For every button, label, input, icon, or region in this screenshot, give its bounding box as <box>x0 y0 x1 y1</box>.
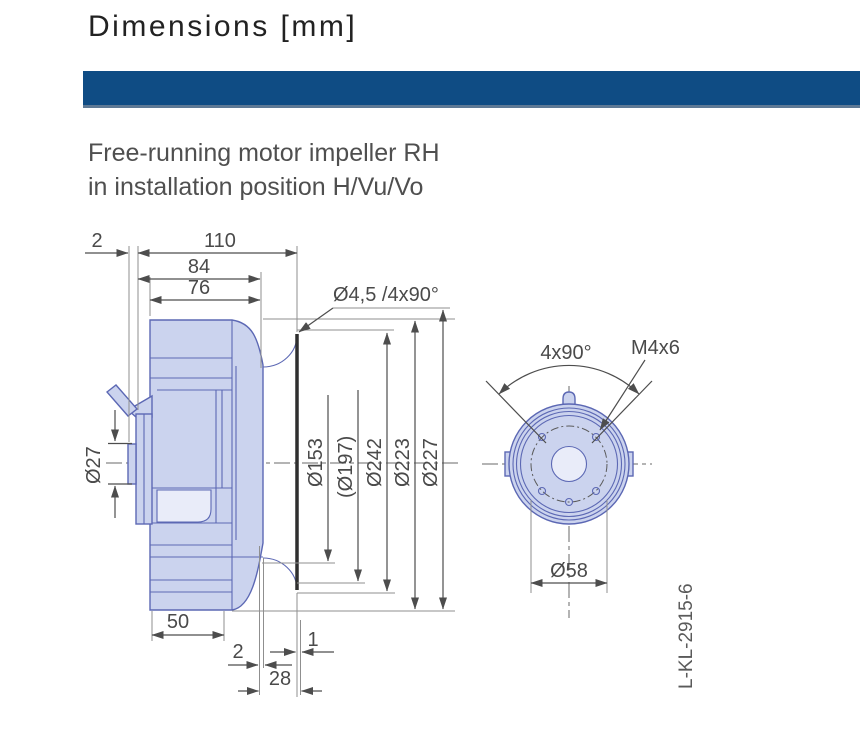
angle-leg-left <box>485 380 547 444</box>
inlet-bell-top <box>262 334 298 368</box>
thread-hole <box>537 432 547 442</box>
dim-label-242: Ø242 <box>364 438 386 487</box>
dim-label-28: 28 <box>269 668 291 690</box>
dim-label-angle: 4x90° <box>540 342 591 364</box>
subtitle-line-2: in installation position H/Vu/Vo <box>88 173 424 201</box>
thread-hole <box>591 432 601 442</box>
dim-label-thread: M4x6 <box>631 337 680 359</box>
dim-label-197: (Ø197) <box>335 436 357 498</box>
bearing-tube <box>127 443 137 485</box>
dim-label-gap2: 2 <box>232 641 243 663</box>
dim-label-27: Ø27 <box>83 446 105 484</box>
thread-hole <box>591 486 601 496</box>
impeller-body <box>149 319 264 611</box>
motor-ring <box>519 414 619 514</box>
dim-label-227: Ø227 <box>420 438 442 487</box>
bearing-hub <box>550 445 588 483</box>
dim-label-gap1: 1 <box>307 629 318 651</box>
side-view: 2 110 84 76 Ø4,5 /4x90° Ø27 Ø153 (Ø197) … <box>83 230 462 697</box>
drawing-number: L-KL-2915-6 <box>676 583 697 689</box>
stator-window <box>156 489 212 523</box>
drawing-subtitle: Free-running motor impeller RH in instal… <box>88 136 440 204</box>
dim-label-223: Ø223 <box>392 438 414 487</box>
angle-arc <box>498 364 640 395</box>
motor-ring <box>515 410 623 518</box>
thread-hole <box>537 486 547 496</box>
dim-label-110: 110 <box>204 230 236 252</box>
thread-hole <box>564 497 574 507</box>
subtitle-line-1: Free-running motor impeller RH <box>88 139 440 167</box>
cable-gland <box>105 384 139 417</box>
dim-label-76: 76 <box>188 277 210 299</box>
motor-ring <box>512 407 626 521</box>
dim-label-153: Ø153 <box>305 438 327 487</box>
dim-label-58: Ø58 <box>550 560 588 582</box>
leader-thread <box>599 359 646 431</box>
bolt-circle <box>530 425 608 503</box>
accent-bar <box>83 71 860 108</box>
dim-label-84: 84 <box>188 256 210 278</box>
rear-view: 4x90° M4x6 Ø58 <box>482 337 680 618</box>
angle-leg-right <box>591 380 653 444</box>
dim-label-50: 50 <box>167 611 189 633</box>
page-title: Dimensions [mm] <box>88 10 358 43</box>
dim-label-offset-2: 2 <box>91 230 102 252</box>
leader-mounting-holes <box>298 307 334 333</box>
dim-label-mounting-holes: Ø4,5 /4x90° <box>333 284 439 306</box>
